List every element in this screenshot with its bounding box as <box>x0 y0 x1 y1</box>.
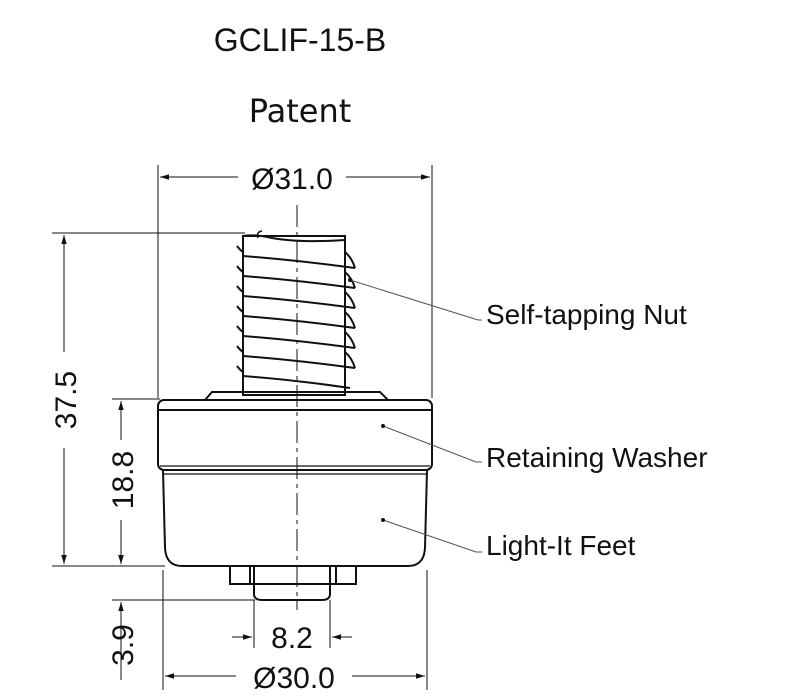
part-outline <box>157 230 433 601</box>
light-it-feet <box>162 469 428 567</box>
washer-leader-dot <box>381 424 385 428</box>
model-title: GCLIF-15-B <box>213 22 387 58</box>
base-pin <box>229 566 357 601</box>
bottom-diameter-label: Ø30.0 <box>253 662 335 695</box>
self-tapping-nut <box>236 230 356 396</box>
total-height-label: 37.5 <box>50 371 83 429</box>
retaining-washer <box>157 391 433 471</box>
feet-label: Light-It Feet <box>486 530 636 561</box>
washer-label: Retaining Washer <box>486 442 708 473</box>
nut-label: Self-tapping Nut <box>486 299 687 330</box>
top-diameter-label: Ø31.0 <box>251 163 333 196</box>
patent-label: Patent <box>248 92 352 130</box>
nut-leader-dot <box>348 278 352 282</box>
body-height-label: 18.8 <box>107 451 140 509</box>
pin-width-label: 8.2 <box>271 622 313 655</box>
dimension-lines <box>52 165 433 690</box>
base-height-label: 3.9 <box>107 624 140 666</box>
feet-leader-dot <box>381 518 385 522</box>
leader-lines <box>349 279 482 553</box>
